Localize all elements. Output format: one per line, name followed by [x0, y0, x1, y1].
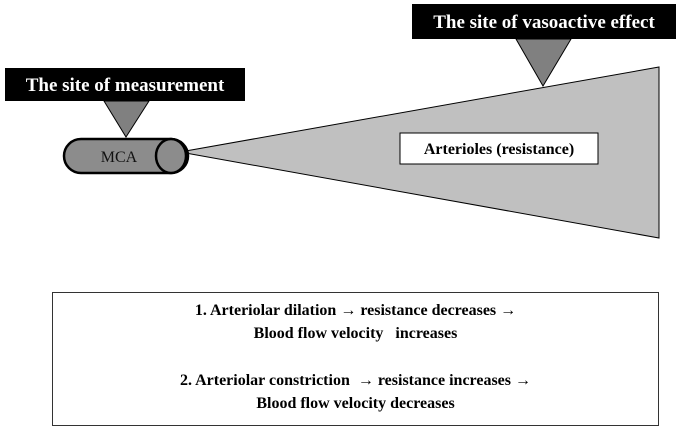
- constriction-line: 2. Arteriolar constriction → resistance …: [179, 372, 532, 389]
- arterioles-label-box: [399, 132, 599, 165]
- vasoactive-label-box: [412, 4, 676, 39]
- dilation-line: 1. Arteriolar dilation → resistance decr…: [194, 302, 517, 319]
- constriction-result-line: Blood flow velocity decreases: [256, 395, 455, 412]
- vasoactive-label: The site of vasoactive effect: [433, 12, 655, 33]
- vasoactive-pointer: [515, 38, 572, 87]
- dilation-result-line: Blood flow velocity increases: [253, 325, 458, 342]
- measurement-label: The site of measurement: [26, 75, 225, 96]
- diagram-canvas: The site of vasoactive effect The site o…: [5, 4, 676, 239]
- explanation-box: 1. Arteriolar dilation → resistance decr…: [52, 292, 659, 426]
- mca-label: MCA: [101, 149, 138, 166]
- measurement-pointer: [103, 100, 150, 138]
- measurement-label-box: [5, 68, 245, 101]
- mca-vessel-end: [154, 137, 188, 175]
- arterioles-label: Arterioles (resistance): [424, 141, 574, 158]
